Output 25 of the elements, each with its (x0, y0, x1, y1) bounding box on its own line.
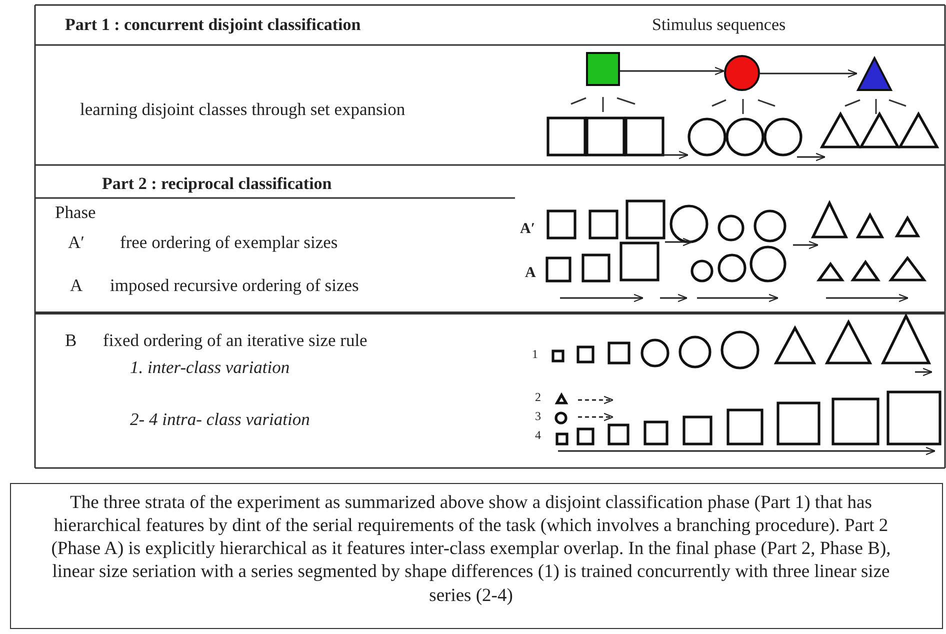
caption-text: The three strata of the experiment as summarized above show a disjoint classification phase (Part 1) that has hierarchical features by dint of the serial requirements of the task (which involves a branching procedure). Part 2 (Phase A) is explicitly hierarchical as it features inter-class exemplar overlap. In the final phase (Part 2, Phase B), linear size seriation with a series segmented by shape differences (1) is trained concurrently with three linear size series (2-4) (50, 492, 892, 608)
phase-label: Phase (55, 203, 96, 222)
description-text: 1. inter-class variation (130, 358, 290, 378)
circle-shape (724, 55, 760, 91)
row-number: 4 (535, 429, 541, 442)
row-number: 1 (532, 348, 538, 362)
arrow (760, 69, 858, 78)
row-number: 2 (535, 391, 541, 404)
row-number: 3 (535, 410, 541, 424)
section-heading: Part 2 : reciprocal classification (102, 175, 332, 194)
phase-label: A′ (68, 233, 84, 252)
phase-label: B (65, 331, 77, 350)
square-shape (586, 52, 620, 86)
description-text: learning disjoint classes through set expansion (80, 100, 406, 120)
column-heading: Stimulus sequences (652, 16, 786, 35)
description-text: 2- 4 intra- class variation (130, 410, 310, 430)
description-text: fixed ordering of an iterative size rule (103, 331, 368, 350)
description-text: imposed recursive ordering of sizes (110, 276, 359, 296)
phase-label: A′ (520, 221, 536, 238)
section-heading: Part 1 : concurrent disjoint classification (65, 16, 361, 35)
arrow (620, 66, 725, 76)
description-text: free ordering of exemplar sizes (120, 233, 338, 252)
triangle-shape (857, 57, 892, 91)
phase-label: A (525, 265, 536, 282)
phase-label: A (70, 276, 83, 296)
